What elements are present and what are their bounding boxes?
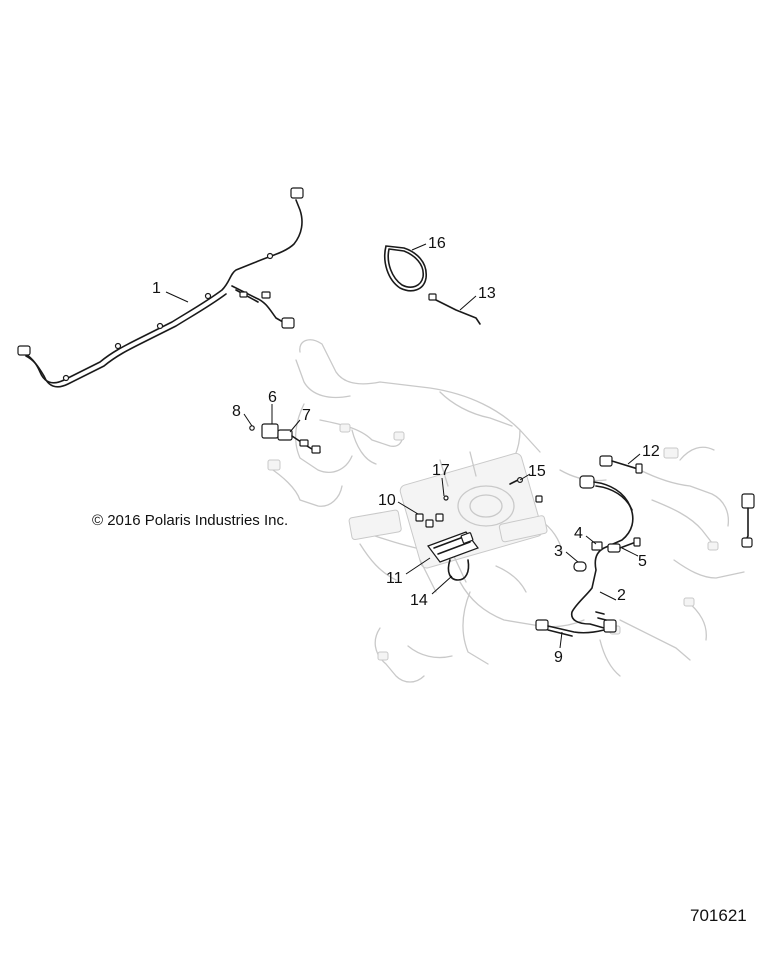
- callout-9: 9: [554, 649, 563, 666]
- background-chassis-harness: [267, 339, 745, 683]
- part-16-coil: [384, 245, 427, 292]
- callout-12: 12: [642, 443, 660, 460]
- callout-5: 5: [638, 553, 647, 570]
- callout-14: 14: [410, 592, 428, 609]
- callout-17: 17: [432, 462, 450, 479]
- callout-2: 2: [617, 587, 626, 604]
- part-12-sensor: [599, 455, 643, 474]
- parts-6-7-8-connector-assembly: [249, 423, 321, 454]
- callout-4: 4: [574, 525, 583, 542]
- callout-1: 1: [152, 280, 161, 297]
- part-4-clip: [591, 541, 603, 551]
- part-1-harness: [17, 187, 304, 388]
- part-13-cable-tie: [428, 293, 481, 325]
- callout-6: 6: [268, 389, 277, 406]
- part-5-connector: [607, 537, 641, 553]
- callout-7: 7: [302, 407, 311, 424]
- callout-10: 10: [378, 492, 396, 509]
- figure-number: 701621: [690, 906, 747, 925]
- part-3-grommet: [573, 561, 587, 572]
- callout-15: 15: [528, 463, 546, 480]
- callout-3: 3: [554, 543, 563, 560]
- part-2-harness: [570, 475, 634, 633]
- callout-11: 11: [386, 570, 403, 587]
- callout-8: 8: [232, 403, 241, 420]
- part-11-control-module: [427, 531, 479, 563]
- right-side-sensor: [741, 493, 755, 548]
- parts-10-17-studs: [415, 495, 449, 528]
- callout-labels: 1 2 3 4 5 6 7 8 9 10 11 12 13 14 15 16 1…: [152, 235, 660, 666]
- part-9-sensor-lead: [535, 619, 605, 637]
- leader-lines: [165, 243, 641, 649]
- callout-16: 16: [428, 235, 446, 252]
- copyright-notice: © 2016 Polaris Industries Inc.: [92, 512, 289, 529]
- part-14-strap: [447, 559, 470, 581]
- callout-13: 13: [478, 285, 496, 302]
